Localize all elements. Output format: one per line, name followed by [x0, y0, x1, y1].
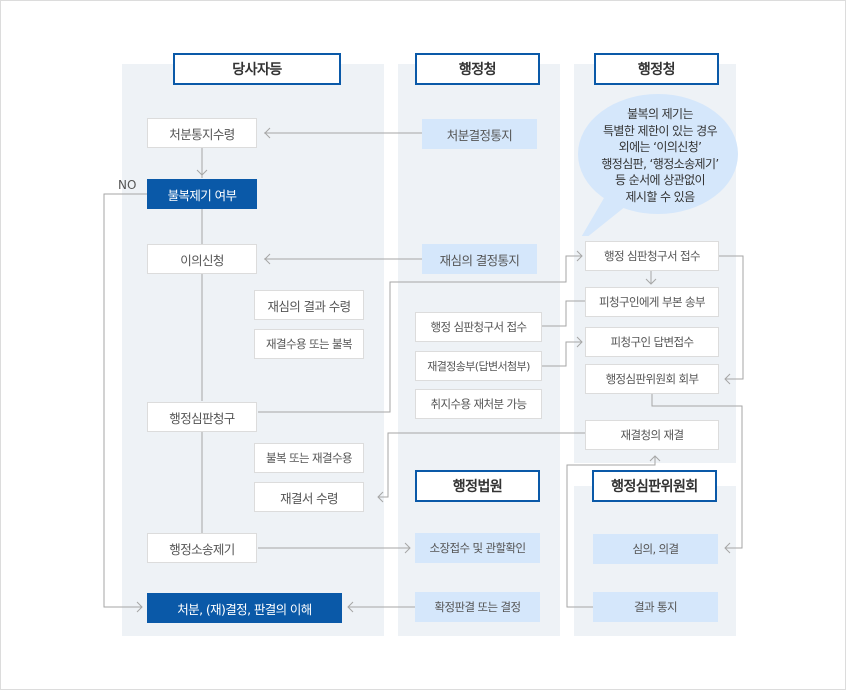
step-objection-filing: 이의신청	[147, 244, 257, 274]
agency2-column-header: 행정청	[594, 53, 719, 85]
bubble-line: 불복의 제기는	[627, 107, 693, 121]
bubble-line: 특별한 제한이 있는 경우	[602, 123, 718, 138]
step-accept-or-object: 재결수용 또는 불복	[254, 329, 364, 359]
step-lawsuit-filing: 행정소송제기	[147, 533, 257, 563]
step-agency2-appeal-received: 행정 심판청구서 접수	[585, 241, 719, 271]
bubble-line: 외에는 ‘이의신청’	[618, 140, 702, 154]
court-column-header: 행정법원	[415, 470, 540, 502]
step-reexam-result: 재심의 결과 수령	[254, 290, 364, 320]
step-agency-ruling: 재결청의 재결	[585, 420, 719, 450]
step-agency-appeal-received: 행정 심판청구서 접수	[415, 312, 542, 342]
step-final-judgment: 확정판결 또는 결정	[415, 592, 540, 622]
bubble-line: 제시할 수 있음	[625, 189, 695, 204]
committee-column-header: 행정심판위원회	[592, 470, 717, 502]
party-column-header: 당사자등	[173, 53, 341, 85]
step-deliberation: 심의, 의결	[593, 534, 718, 564]
step-ruling-received: 재결서 수령	[254, 482, 364, 512]
step-cancel-redispose: 취지수용 재처분 가능	[415, 389, 542, 419]
step-committee-referral: 행정심판위원회 회부	[585, 364, 719, 394]
step-answer-received: 피청구인 답변접수	[585, 327, 719, 357]
step-copy-sent: 피청구인에게 부본 송부	[585, 287, 719, 317]
step-final-understanding: 처분, (재)결정, 판결의 이해	[147, 593, 342, 623]
step-notice-received: 처분통지수령	[147, 118, 257, 148]
bubble-line: 행정심판, ‘행정소송제기’	[601, 156, 719, 171]
step-ruling-sent: 재결정송부(답변서첨부)	[415, 351, 542, 381]
no-label: NO	[118, 178, 137, 192]
step-objection-decision: 불복제기 여부	[147, 179, 257, 209]
agency-column-header: 행정청	[415, 53, 540, 85]
step-complaint-received: 소장접수 및 관할확인	[415, 533, 540, 563]
step-disposition-notice: 처분결정통지	[422, 119, 537, 149]
step-object-or-accept: 불복 또는 재결수용	[254, 443, 364, 473]
step-appeal-request: 행정심판청구	[147, 402, 257, 432]
note-bubble	[578, 94, 738, 236]
step-result-notice: 결과 통지	[593, 592, 718, 622]
bubble-line: 등 순서에 상관없이	[615, 173, 706, 187]
note-bubble-text: 불복의 제기는 특별한 제한이 있는 경우 외에는 ‘이의신청’ 행정심판, ‘…	[580, 106, 740, 205]
step-reexam-notice: 재심의 결정통지	[422, 244, 537, 274]
